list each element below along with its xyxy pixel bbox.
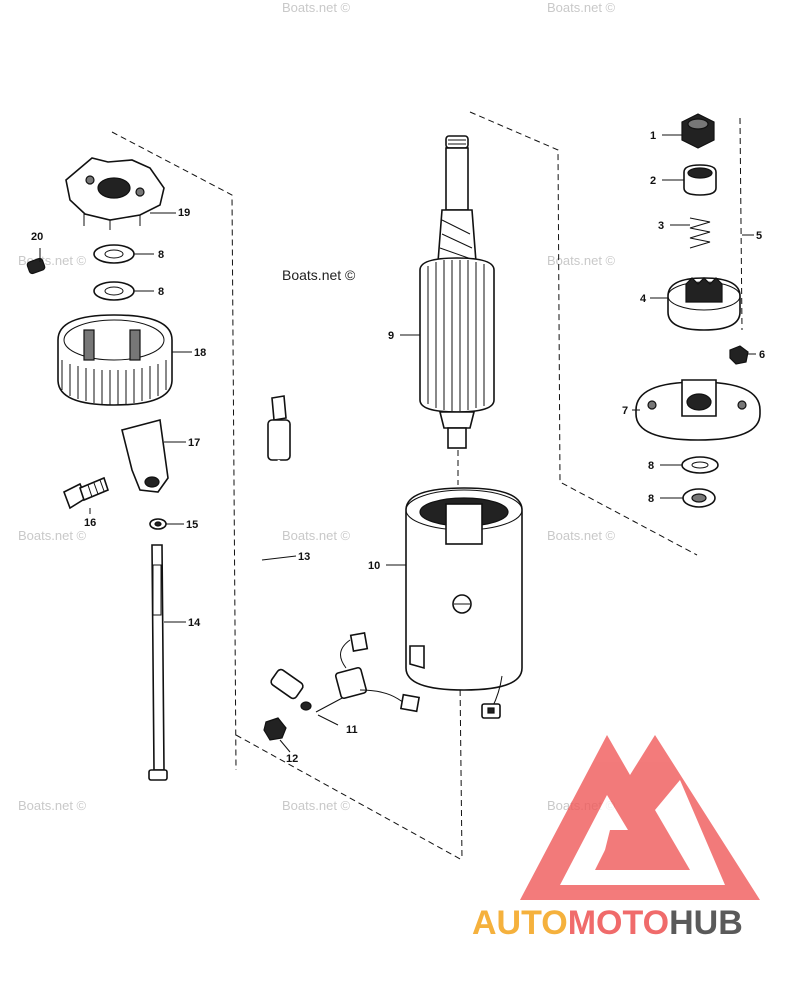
callout-7: 7 [622, 405, 628, 417]
callout-4: 4 [640, 293, 647, 305]
part-3-spring [689, 217, 711, 249]
watermark: Boats.net © [547, 528, 616, 543]
automotohub-logo-mark [520, 735, 760, 900]
part-12-nut [263, 717, 287, 741]
callout-11: 11 [346, 724, 358, 736]
callout-10: 10 [368, 560, 380, 572]
callout-2: 2 [650, 175, 656, 187]
callout-6: 6 [759, 349, 765, 361]
assembly-outlines [111, 111, 743, 861]
callout-numbers: 20 19 8 8 18 17 16 15 14 13 11 12 9 10 1… [31, 130, 765, 765]
callout-8: 8 [648, 460, 654, 472]
part-8-washers-right [681, 456, 719, 508]
callout-16: 16 [84, 517, 96, 529]
callout-3: 3 [658, 220, 664, 232]
part-18-brush-ring [57, 314, 173, 406]
watermark: Boats.net © [282, 528, 351, 543]
part-8-washers-left [93, 244, 135, 301]
callout-18: 18 [194, 347, 206, 359]
callout-8: 8 [648, 493, 654, 505]
part-19-end-plate [65, 157, 165, 230]
part-1-nut [681, 113, 715, 149]
watermarks: Boats.net © Boats.net © Boats.net © Boat… [18, 0, 616, 813]
watermark: Boats.net © [547, 0, 616, 15]
callout-5: 5 [756, 230, 762, 242]
callout-13: 13 [298, 551, 310, 563]
part-6-nut [729, 345, 749, 365]
watermark-center: Boats.net © [282, 267, 356, 283]
part-15-nut [149, 518, 167, 530]
part-14-through-bolt [148, 544, 168, 781]
watermark: Boats.net © [282, 0, 351, 15]
callout-9: 9 [388, 330, 394, 342]
part-10-frame-housing [405, 487, 523, 719]
callout-1: 1 [650, 130, 656, 142]
part-2-spacer [683, 164, 717, 196]
part-4-drive-gear [667, 277, 741, 331]
part-11-brush-assembly [315, 631, 421, 713]
watermark: Boats.net © [547, 253, 616, 268]
callout-8: 8 [158, 286, 164, 298]
automotohub-logo-text: AUTOMOTOHUB [472, 904, 796, 944]
part-16-bolt [62, 476, 109, 510]
callout-17: 17 [188, 437, 200, 449]
logo-text-auto: AUTO [472, 904, 568, 942]
callout-12: 12 [286, 753, 298, 765]
part-9-armature [419, 135, 495, 449]
logo-text-moto: MOTO [567, 904, 670, 942]
watermark: Boats.net © [18, 798, 87, 813]
callout-14: 14 [188, 617, 201, 629]
watermark: Boats.net © [282, 798, 351, 813]
callout-20: 20 [31, 231, 43, 243]
leader-lines [39, 134, 756, 753]
part-7-end-frame [635, 379, 761, 441]
watermark: Boats.net © [18, 528, 87, 543]
part-13-cable [258, 395, 312, 711]
callout-19: 19 [178, 207, 190, 219]
part-20-screw [26, 257, 46, 275]
callout-8: 8 [158, 249, 164, 261]
callout-15: 15 [186, 519, 198, 531]
part-17-bracket [121, 418, 169, 493]
logo-text-hub: HUB [669, 904, 743, 942]
